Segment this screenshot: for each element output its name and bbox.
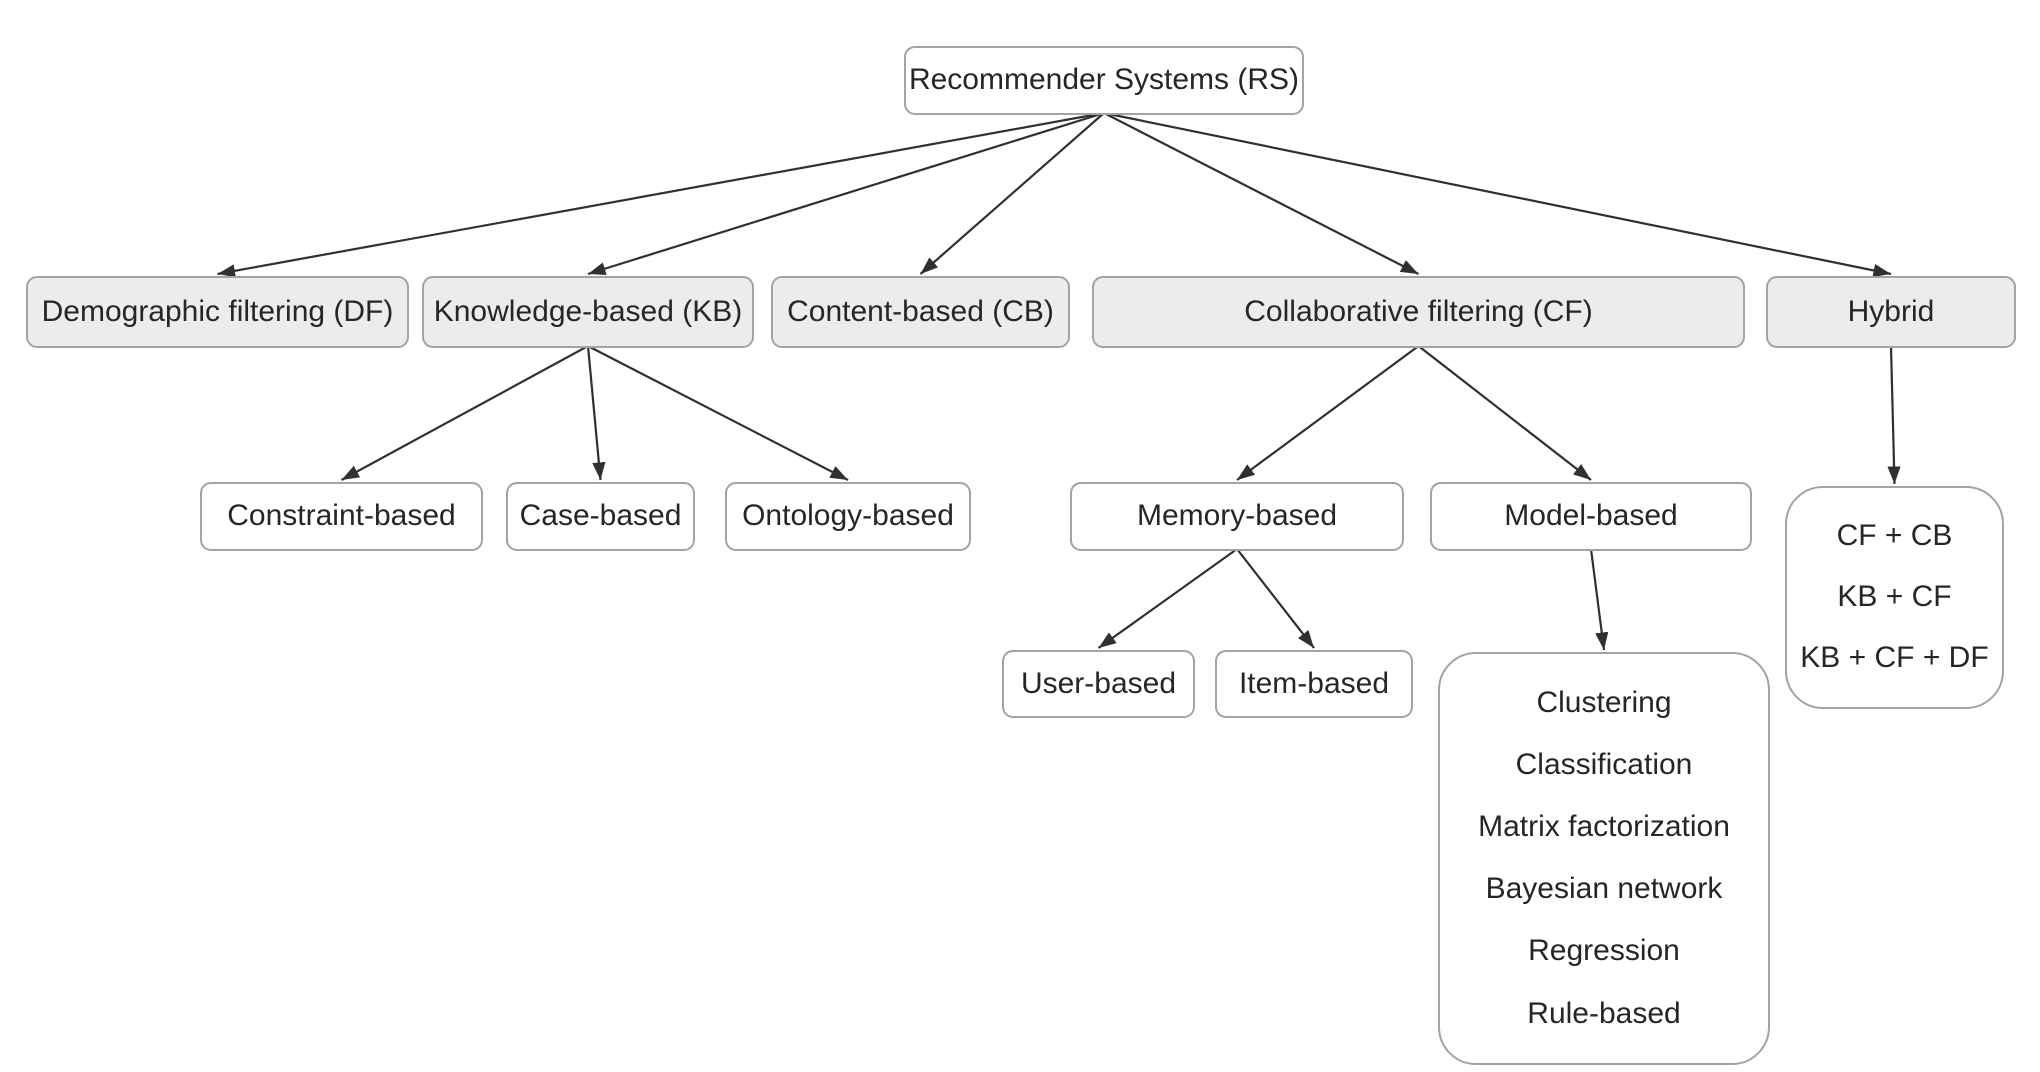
node-label: Case-based: [519, 499, 682, 533]
node-label: Recommender Systems (RS): [908, 63, 1300, 97]
edge-hybrid-to-hybrid_list: [1887, 345, 1901, 485]
node-recommender-systems: Recommender Systems (RS): [904, 46, 1304, 115]
node-constraint-based: Constraint-based: [200, 482, 483, 551]
model-method-item: Regression: [1528, 934, 1680, 968]
model-method-item: Rule-based: [1527, 996, 1681, 1030]
edge-kb-to-case: [586, 345, 606, 481]
edge-memory-to-user: [1097, 548, 1238, 649]
edge-cf-to-model: [1417, 345, 1592, 481]
edge-memory-to-item: [1236, 548, 1315, 649]
node-label: Collaborative filtering (CF): [1244, 294, 1593, 328]
hybrid-combination-item: CF + CB: [1836, 519, 1953, 553]
edge-model-to-model_list: [1589, 548, 1609, 651]
node-content-based: Content-based (CB): [771, 276, 1070, 348]
edge-kb-to-constraint: [340, 345, 589, 481]
node-label: Model-based: [1504, 499, 1678, 533]
model-method-item: Matrix factorization: [1478, 810, 1730, 844]
node-item-based: Item-based: [1215, 650, 1413, 718]
node-knowledge-based: Knowledge-based (KB): [422, 276, 754, 348]
edge-cf-to-memory: [1236, 345, 1420, 481]
node-label: Constraint-based: [227, 499, 456, 533]
node-label: Content-based (CB): [787, 294, 1054, 328]
node-model-methods-list: Clustering Classification Matrix factori…: [1438, 652, 1770, 1065]
node-ontology-based: Ontology-based: [725, 482, 971, 551]
node-label: Demographic filtering (DF): [41, 294, 394, 328]
model-method-item: Clustering: [1536, 685, 1672, 719]
edge-root-to-cb: [919, 112, 1105, 275]
model-method-item: Classification: [1515, 747, 1693, 781]
edge-root-to-hybrid: [1103, 111, 1892, 277]
edge-kb-to-ontology: [587, 345, 849, 481]
node-model-based: Model-based: [1430, 482, 1752, 551]
edge-root-to-cf: [1103, 112, 1420, 275]
edge-root-to-df: [217, 111, 1105, 278]
node-label: Ontology-based: [742, 499, 954, 533]
edge-root-to-kb: [587, 111, 1105, 276]
node-label: Item-based: [1238, 666, 1390, 700]
hybrid-combination-item: KB + CF: [1837, 580, 1952, 614]
node-memory-based: Memory-based: [1070, 482, 1404, 551]
node-demographic-filtering: Demographic filtering (DF): [26, 276, 409, 348]
hybrid-combination-item: KB + CF + DF: [1800, 641, 1989, 675]
node-label: Hybrid: [1847, 294, 1935, 328]
node-collaborative-filtering: Collaborative filtering (CF): [1092, 276, 1745, 348]
node-hybrid-combinations-list: CF + CB KB + CF KB + CF + DF: [1785, 486, 2004, 709]
node-hybrid: Hybrid: [1766, 276, 2016, 348]
node-user-based: User-based: [1002, 650, 1195, 718]
node-label: User-based: [1020, 666, 1177, 700]
node-label: Memory-based: [1136, 499, 1338, 533]
node-case-based: Case-based: [506, 482, 695, 551]
model-method-item: Bayesian network: [1485, 872, 1723, 906]
node-label: Knowledge-based (KB): [433, 294, 743, 328]
